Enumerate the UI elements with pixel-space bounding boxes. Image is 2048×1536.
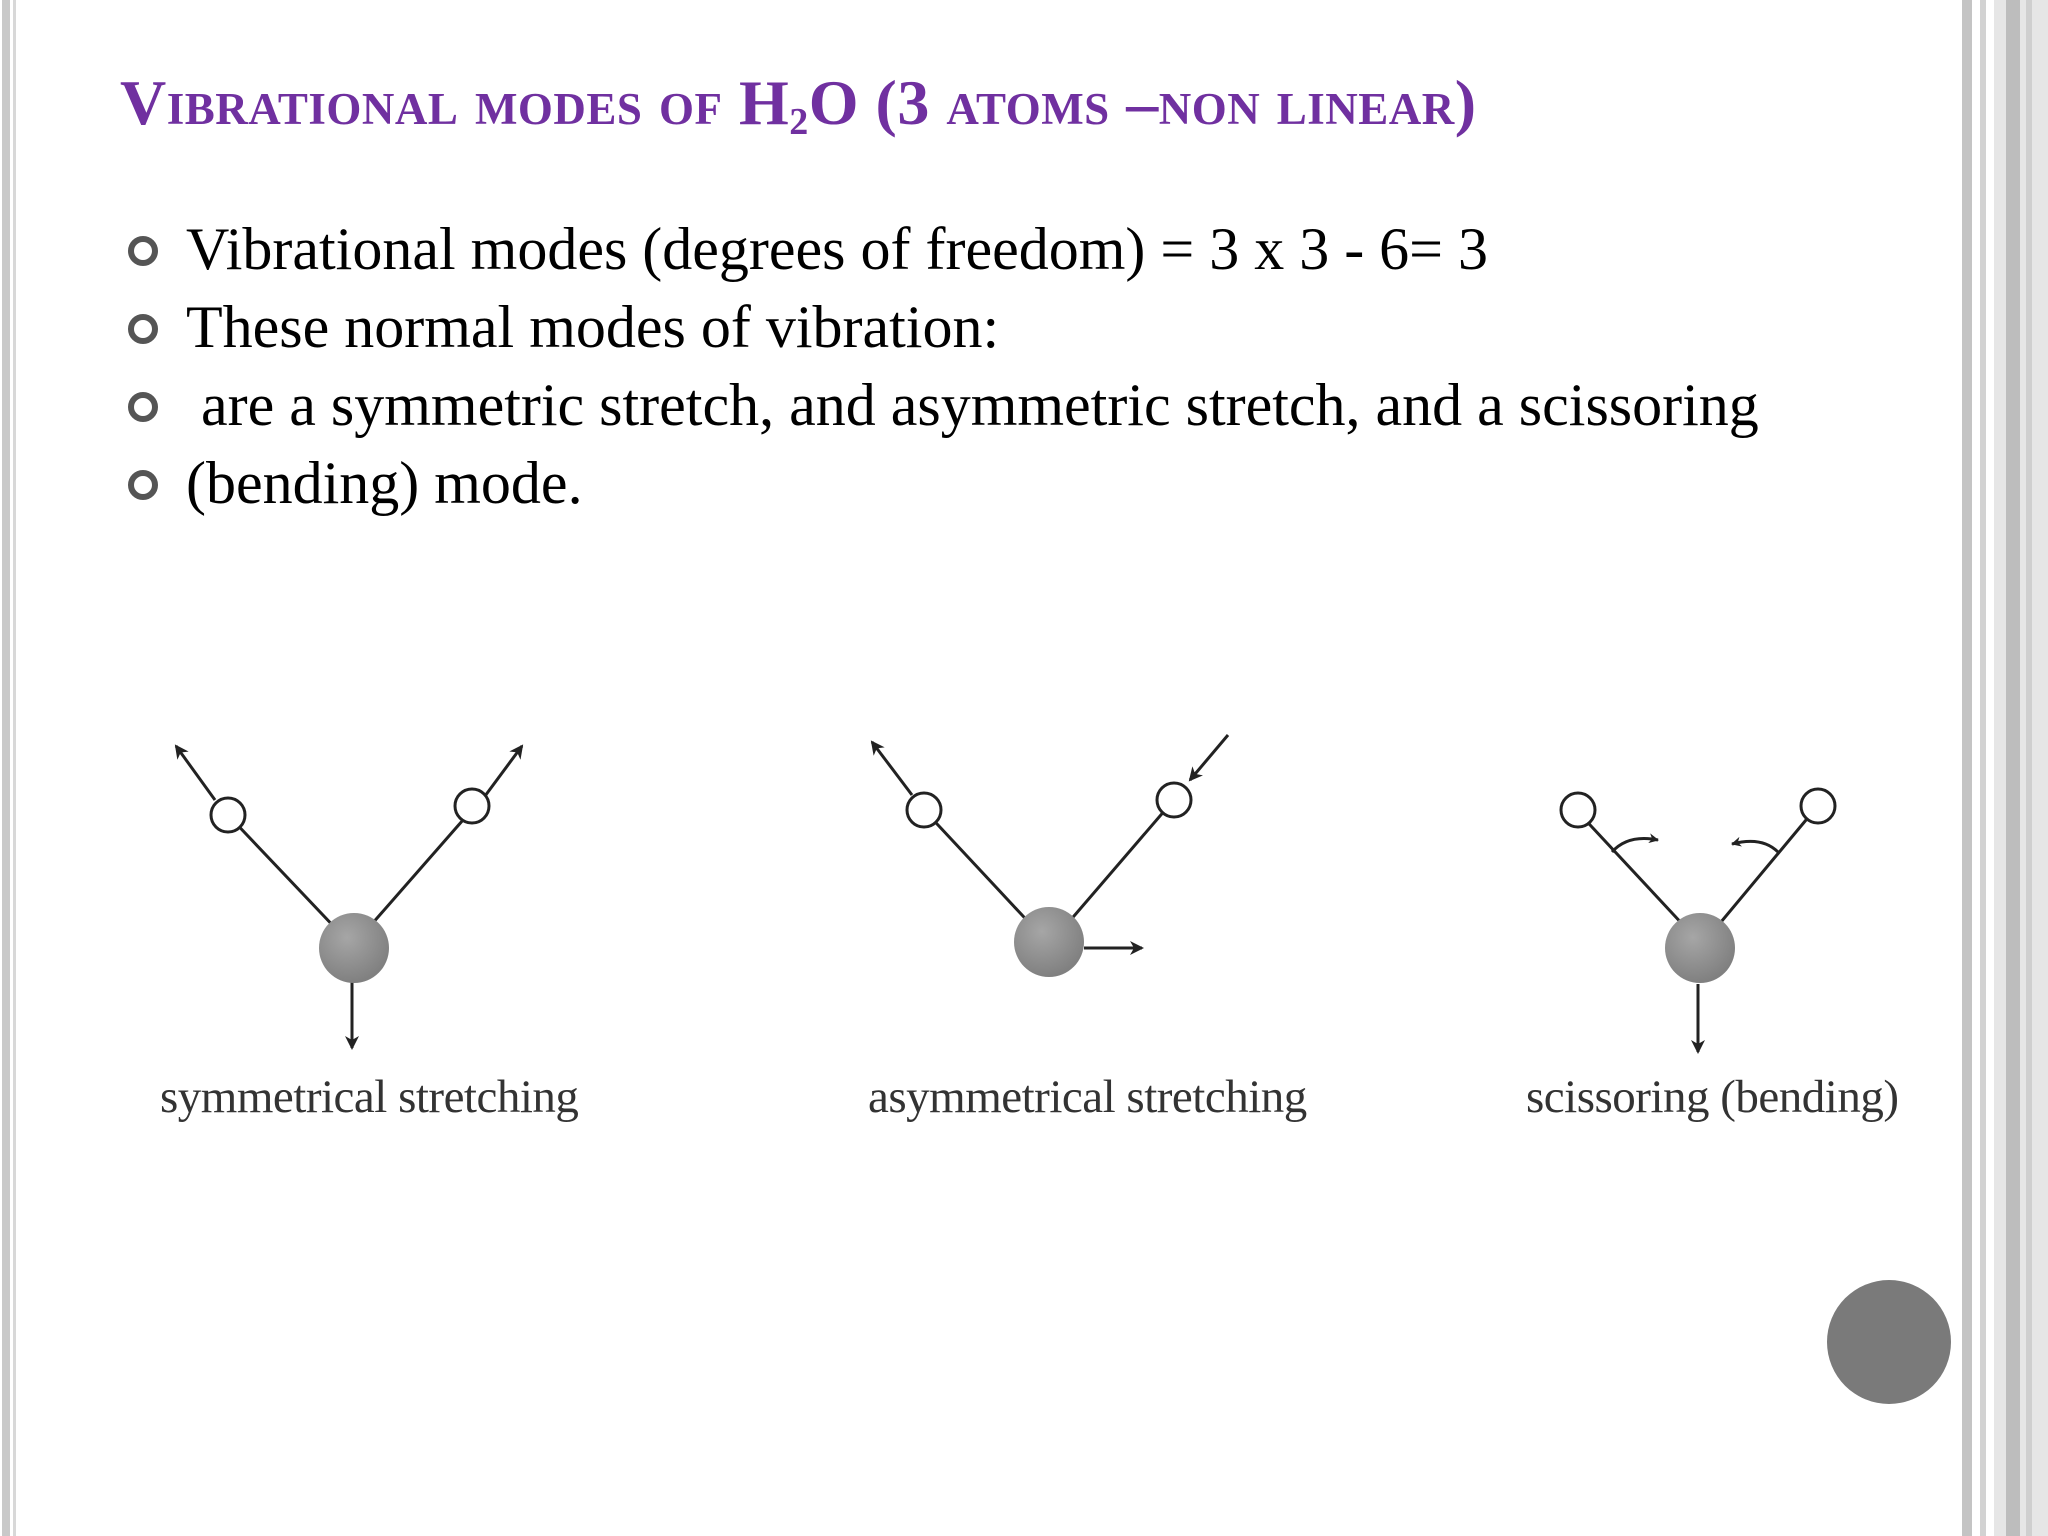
bullet-marker-icon [128, 470, 158, 500]
symmetric-stretch-molecule [174, 744, 524, 1050]
left-border-decoration [0, 0, 22, 1536]
title-rest: O (3 atoms –non linear) [808, 67, 1477, 138]
bullet-text: These normal modes of vibration: [186, 294, 1000, 360]
hydrogen-atom [1559, 791, 1597, 829]
bullet-item: Vibrational modes (degrees of freedom) =… [128, 210, 1759, 288]
hydrogen-atom [209, 796, 247, 834]
hydrogen-atom [905, 791, 943, 829]
oxygen-atom [1665, 913, 1735, 983]
hydrogen-atom [1155, 781, 1193, 819]
caption-asymmetrical-stretching: asymmetrical stretching [868, 1071, 1307, 1123]
hydrogen-atom [453, 787, 491, 825]
bullet-item: are a symmetric stretch, and asymmetric … [128, 366, 1759, 444]
bullet-text: are a symmetric stretch, and asymmetric … [186, 372, 1759, 438]
title-subscript: 2 [789, 101, 809, 143]
bullet-marker-icon [128, 314, 158, 344]
bullet-item: These normal modes of vibration: [128, 288, 1759, 366]
scissoring-molecule [1559, 787, 1837, 1054]
title-main: Vibrational modes of H [120, 67, 790, 138]
bullet-marker-icon [128, 236, 158, 266]
bullet-text: (bending) mode. [186, 450, 583, 516]
asymmetric-stretch-molecule [870, 734, 1230, 977]
oxygen-atom [1014, 907, 1084, 977]
right-border-decoration [1962, 0, 2048, 1536]
slide-title: Vibrational modes of H2O (3 atoms –non l… [120, 66, 1477, 143]
oxygen-atom [319, 913, 389, 983]
caption-scissoring-bending: scissoring (bending) [1526, 1071, 1899, 1123]
bullet-marker-icon [128, 392, 158, 422]
bullet-text: Vibrational modes (degrees of freedom) =… [186, 216, 1489, 282]
bullet-item: (bending) mode. [128, 444, 1759, 522]
slide-number-circle [1827, 1280, 1951, 1404]
hydrogen-atom [1799, 787, 1837, 825]
caption-symmetrical-stretching: symmetrical stretching [160, 1071, 579, 1123]
bullet-list: Vibrational modes (degrees of freedom) =… [128, 210, 1759, 522]
